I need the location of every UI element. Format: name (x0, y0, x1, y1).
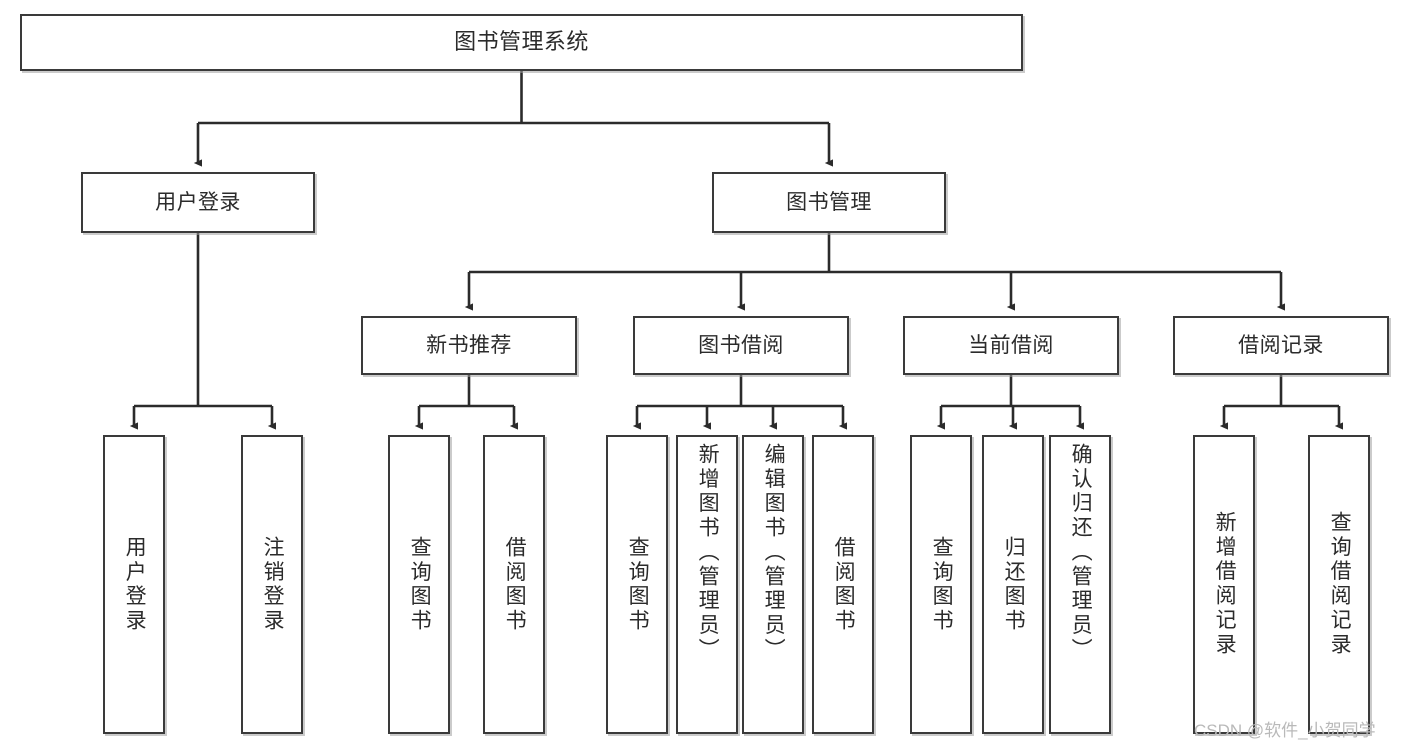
edge-group-book-borrow (632, 375, 848, 430)
node-leaf-query-book-2[interactable]: 查询图书 (606, 435, 668, 734)
node-root-label: 图书管理系统 (454, 29, 589, 55)
csdn-watermark: CSDN @软件_小贺同学 (1194, 721, 1376, 740)
node-root[interactable]: 图书管理系统 (20, 14, 1023, 71)
node-leaf-query-book-3[interactable]: 查询图书 (910, 435, 972, 734)
node-leaf-query-book-2-label: 查询图书 (626, 535, 650, 634)
node-leaf-query-borrow-record-label: 查询借阅记录 (1328, 511, 1352, 658)
node-leaf-borrow-book-2[interactable]: 借阅图书 (812, 435, 874, 734)
node-new-book-recommend-label: 新书推荐 (426, 333, 512, 357)
node-leaf-user-login[interactable]: 用户登录 (103, 435, 165, 734)
node-book-borrow-label: 图书借阅 (698, 333, 784, 357)
node-leaf-edit-book-admin[interactable]: 编辑图书（管理员） (742, 435, 804, 734)
node-book-management[interactable]: 图书管理 (712, 172, 946, 233)
node-new-book-recommend[interactable]: 新书推荐 (361, 316, 577, 375)
node-leaf-query-book-3-label: 查询图书 (930, 535, 954, 634)
node-leaf-borrow-book-1-label: 借阅图书 (503, 535, 527, 634)
node-leaf-confirm-return-admin[interactable]: 确认归还（管理员） (1049, 435, 1111, 734)
edge-group-book-management (464, 233, 1286, 311)
node-leaf-query-book-1-label: 查询图书 (408, 535, 432, 634)
node-leaf-add-borrow-record[interactable]: 新增借阅记录 (1193, 435, 1255, 734)
node-leaf-return-book-label: 归还图书 (1002, 535, 1026, 634)
node-leaf-add-borrow-record-label: 新增借阅记录 (1213, 511, 1237, 658)
node-leaf-edit-book-admin-label: 编辑图书（管理员） (762, 443, 786, 663)
node-leaf-query-borrow-record[interactable]: 查询借阅记录 (1308, 435, 1370, 734)
node-leaf-add-book-admin[interactable]: 新增图书（管理员） (676, 435, 738, 734)
edge-group-new-book-recommend (414, 375, 519, 430)
node-book-borrow[interactable]: 图书借阅 (633, 316, 849, 375)
node-user-login[interactable]: 用户登录 (81, 172, 315, 233)
node-leaf-user-login-label: 用户登录 (123, 535, 147, 634)
node-leaf-borrow-book-1[interactable]: 借阅图书 (483, 435, 545, 734)
node-current-borrow-label: 当前借阅 (968, 333, 1054, 357)
node-leaf-borrow-book-2-label: 借阅图书 (832, 535, 856, 634)
node-leaf-confirm-return-admin-label: 确认归还（管理员） (1069, 443, 1093, 663)
node-leaf-query-book-1[interactable]: 查询图书 (388, 435, 450, 734)
node-borrow-records-label: 借阅记录 (1238, 333, 1324, 357)
edge-group-root (193, 71, 834, 167)
node-current-borrow[interactable]: 当前借阅 (903, 316, 1119, 375)
node-user-login-label: 用户登录 (155, 190, 241, 214)
node-leaf-logout[interactable]: 注销登录 (241, 435, 303, 734)
node-leaf-add-book-admin-label: 新增图书（管理员） (696, 443, 720, 663)
edge-group-borrow-records (1219, 375, 1344, 430)
node-leaf-logout-label: 注销登录 (261, 535, 285, 634)
edge-group-current-borrow (936, 375, 1085, 430)
node-book-management-label: 图书管理 (786, 190, 872, 214)
node-leaf-return-book[interactable]: 归还图书 (982, 435, 1044, 734)
edge-group-user-login (129, 233, 277, 430)
node-borrow-records[interactable]: 借阅记录 (1173, 316, 1389, 375)
